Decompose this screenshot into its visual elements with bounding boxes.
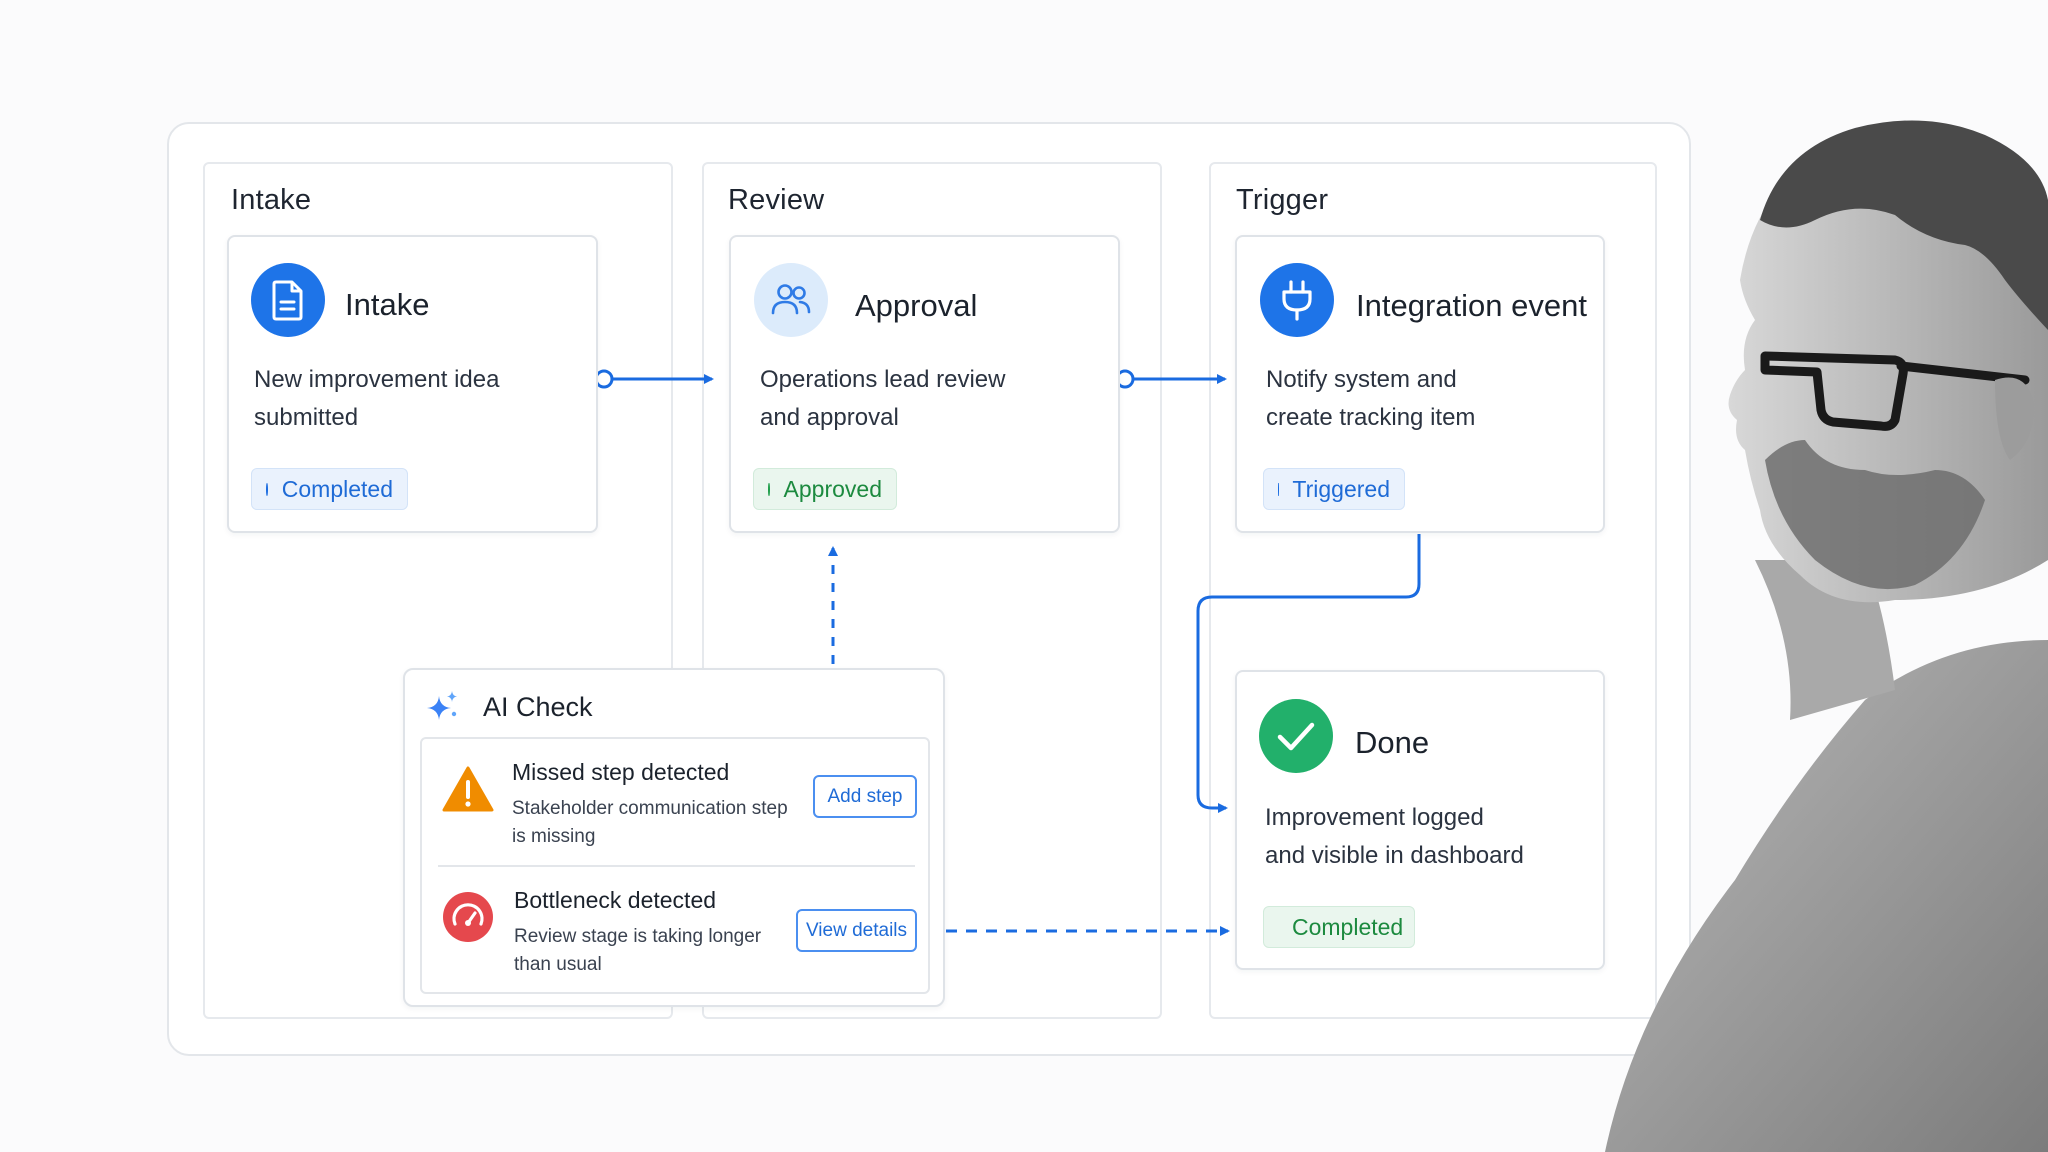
document-icon bbox=[251, 263, 325, 337]
status-label: Triggered bbox=[1292, 475, 1390, 502]
status-badge: Completed bbox=[251, 468, 408, 510]
card-description-line: and approval bbox=[760, 404, 899, 431]
ai-check-list: Missed step detected Stakeholder communi… bbox=[420, 737, 930, 994]
status-dot bbox=[768, 482, 770, 496]
sparkle-icon bbox=[425, 688, 461, 724]
card-description-line: Improvement logged bbox=[1265, 804, 1484, 831]
status-label: Approved bbox=[783, 475, 882, 502]
status-label: Completed bbox=[1292, 913, 1404, 940]
ai-check-panel: AI Check Missed step detected Stakeholde… bbox=[403, 668, 945, 1007]
ai-check-title: AI Check bbox=[483, 692, 593, 722]
ai-item-description-line: is missing bbox=[512, 826, 596, 847]
divider bbox=[438, 865, 915, 867]
ai-item-description-line: Stakeholder communication step bbox=[512, 798, 788, 819]
ai-item-description-line: than usual bbox=[514, 954, 602, 975]
card-description: Notify system and create tracking item bbox=[1266, 361, 1475, 437]
speedometer-icon bbox=[442, 891, 494, 943]
add-step-button[interactable]: Add step bbox=[813, 775, 917, 818]
card-done[interactable]: Done Improvement logged and visible in d… bbox=[1235, 670, 1605, 970]
users-icon bbox=[754, 263, 828, 337]
card-description: New improvement idea submitted bbox=[254, 361, 499, 437]
person-photo bbox=[1605, 120, 2048, 1152]
lane-title-review: Review bbox=[728, 184, 825, 216]
card-description-line: and visible in dashboard bbox=[1265, 842, 1524, 869]
checkmark-icon bbox=[1259, 699, 1333, 773]
card-description: Operations lead review and approval bbox=[760, 361, 1005, 437]
connector-approval-integration bbox=[1115, 369, 1227, 389]
card-title: Integration event bbox=[1356, 288, 1587, 323]
card-approval[interactable]: Approval Operations lead review and appr… bbox=[729, 235, 1120, 533]
ai-item-title: Bottleneck detected bbox=[514, 887, 717, 913]
ai-item-description: Stakeholder communication step is missin… bbox=[512, 795, 788, 851]
connector-integration-done bbox=[1196, 534, 1421, 813]
card-description: Improvement logged and visible in dashbo… bbox=[1265, 799, 1524, 875]
card-integration-event[interactable]: Integration event Notify system and crea… bbox=[1235, 235, 1605, 533]
lane-title-trigger: Trigger bbox=[1236, 184, 1329, 216]
ai-item-description-line: Review stage is taking longer bbox=[514, 926, 762, 947]
card-title: Done bbox=[1355, 725, 1430, 760]
warning-icon bbox=[442, 765, 494, 813]
ai-item-title: Missed step detected bbox=[512, 759, 730, 785]
card-title: Approval bbox=[855, 288, 978, 323]
status-label: Completed bbox=[281, 475, 393, 502]
status-badge: Triggered bbox=[1263, 468, 1405, 510]
ai-item-description: Review stage is taking longer than usual bbox=[514, 923, 761, 979]
connector-intake-approval bbox=[594, 369, 714, 389]
status-dot bbox=[266, 482, 268, 496]
lane-title-intake: Intake bbox=[231, 184, 312, 216]
card-description-line: Notify system and bbox=[1266, 366, 1457, 393]
card-intake[interactable]: Intake New improvement idea submitted Co… bbox=[227, 235, 598, 533]
card-description-line: Operations lead review bbox=[760, 366, 1006, 393]
plug-icon bbox=[1260, 263, 1334, 337]
status-badge: Approved bbox=[753, 468, 897, 510]
card-description-line: create tracking item bbox=[1266, 404, 1476, 431]
card-title: Intake bbox=[345, 287, 430, 322]
view-details-button[interactable]: View details bbox=[796, 909, 917, 952]
status-badge: Completed bbox=[1263, 906, 1415, 948]
card-description-line: New improvement idea bbox=[254, 366, 500, 393]
card-description-line: submitted bbox=[254, 404, 359, 431]
